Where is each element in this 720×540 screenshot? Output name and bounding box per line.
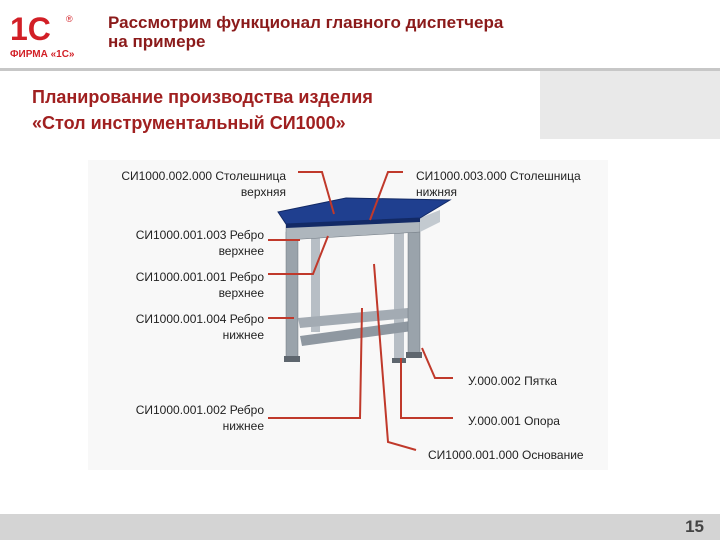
callout-rib-001-code: СИ1000.001.001 Ребро [135,270,264,284]
logo-caption: ФИРМА «1С» [10,49,75,60]
callout-heel-label: У.000.002 Пятка [468,374,557,388]
callout-rib-001: СИ1000.001.001 Ребро верхнее [136,269,264,301]
leader-line-rib-001 [268,235,329,275]
lower-rail-front [300,320,420,346]
callout-top-upper: СИ1000.002.000 Столешница верхняя [121,168,286,200]
callout-base: СИ1000.001.000 Основание [428,447,584,463]
foot-back [392,358,406,363]
callout-rib-004: СИ1000.001.004 Ребро нижнее [136,311,264,343]
callout-rib-002: СИ1000.001.002 Ребро нижнее [136,402,264,434]
header-divider [0,68,720,71]
leader-lines [268,171,453,451]
callout-rib-003-code: СИ1000.001.003 Ребро [135,228,264,242]
slide-subtitle-line-1: Планирование производства изделия [32,87,373,107]
callout-top-lower-code: СИ1000.003.000 Столешница [416,169,581,183]
slide-title: Рассмотрим функционал главного диспетчер… [108,13,588,51]
slide-title-line-2: на примере [108,32,206,51]
callout-rib-003: СИ1000.001.003 Ребро верхнее [136,227,264,259]
leader-line-base [373,263,417,451]
leader-line-top-upper [298,171,335,215]
callout-top-upper-name: верхняя [240,185,286,199]
tabletop-edge [286,218,420,228]
callout-rib-004-name: нижнее [222,328,264,342]
callout-rib-004-code: СИ1000.001.004 Ребро [135,312,264,326]
callout-top-upper-code: СИ1000.002.000 Столешница [121,169,286,183]
callout-support-label: У.000.001 Опора [468,414,560,428]
callout-rib-002-code: СИ1000.001.002 Ребро [135,403,264,417]
callout-top-lower: СИ1000.003.000 Столешница нижняя [416,168,581,200]
logo-registered-mark: ® [66,14,73,24]
callout-rib-003-name: верхнее [218,244,264,258]
table-illustration [268,171,453,451]
front-right-leg [407,221,421,355]
logo-mark: 1С [10,11,51,47]
company-logo: 1С ® ФИРМА «1С» [8,10,88,62]
callout-heel: У.000.002 Пятка [468,373,557,389]
slide-subtitle: Планирование производства изделия «Стол … [32,84,532,136]
callout-rib-001-name: верхнее [218,286,264,300]
decorative-panel [540,71,720,139]
callout-support: У.000.001 Опора [468,413,560,429]
leader-line-rib-002 [268,307,363,419]
upper-apron-side [420,210,440,232]
leader-line-heel [421,347,453,379]
foot-right [406,352,422,358]
callout-rib-002-name: нижнее [222,419,264,433]
callout-base-label: СИ1000.001.000 Основание [428,448,584,462]
tabletop-surface [277,197,452,225]
product-diagram: СИ1000.002.000 Столешница верхняя СИ1000… [88,160,608,470]
leader-line-top-lower [369,171,403,221]
leader-line-support [400,358,453,419]
slide-title-line-1: Рассмотрим функционал главного диспетчер… [108,13,504,32]
lower-rail-back [298,308,410,328]
foot-left [284,356,300,362]
back-right-leg [394,230,404,360]
callout-top-lower-name: нижняя [416,185,457,199]
slide-subtitle-line-2: «Стол инструментальный СИ1000» [32,113,346,133]
page-number: 15 [685,517,704,536]
front-left-leg [285,231,299,359]
footer-bar [0,514,720,540]
back-left-leg [311,232,320,332]
